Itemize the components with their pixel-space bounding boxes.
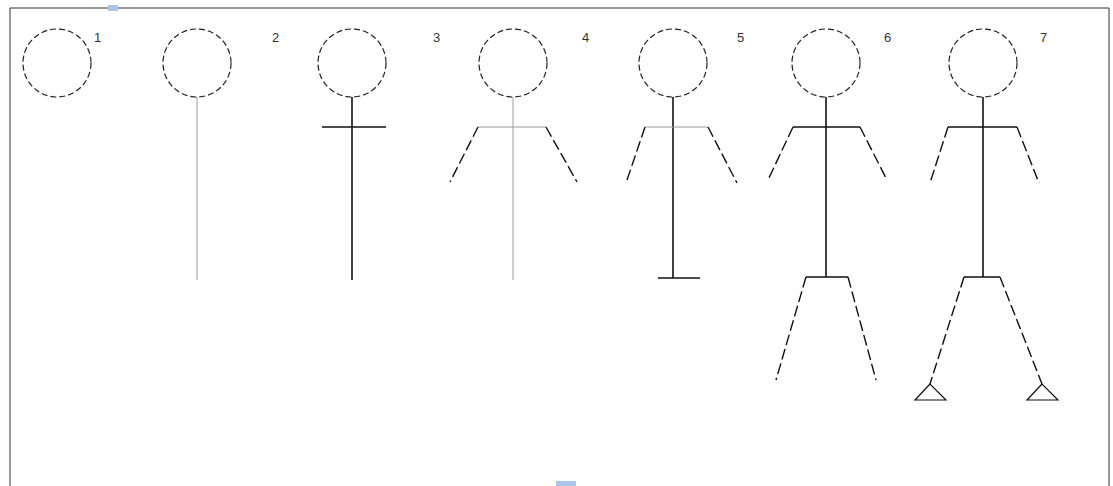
stick-figure-7 bbox=[915, 29, 1058, 400]
callout-number: 2 bbox=[272, 31, 279, 45]
stick-figure-6 bbox=[768, 29, 887, 380]
stick-figure-5 bbox=[626, 29, 737, 278]
callout-number: 6 bbox=[884, 31, 891, 45]
callout-number: 1 bbox=[94, 31, 101, 45]
frame bbox=[10, 5, 1109, 486]
stick-figure-1 bbox=[23, 29, 91, 97]
callout-number: 5 bbox=[737, 31, 744, 45]
callout-number: 3 bbox=[433, 31, 440, 45]
stick-figure-3 bbox=[318, 29, 386, 280]
callout-number: 7 bbox=[1040, 31, 1047, 45]
stick-figure-4 bbox=[450, 29, 577, 280]
stick-figure-2 bbox=[163, 29, 231, 280]
callout-number: 4 bbox=[582, 31, 589, 45]
